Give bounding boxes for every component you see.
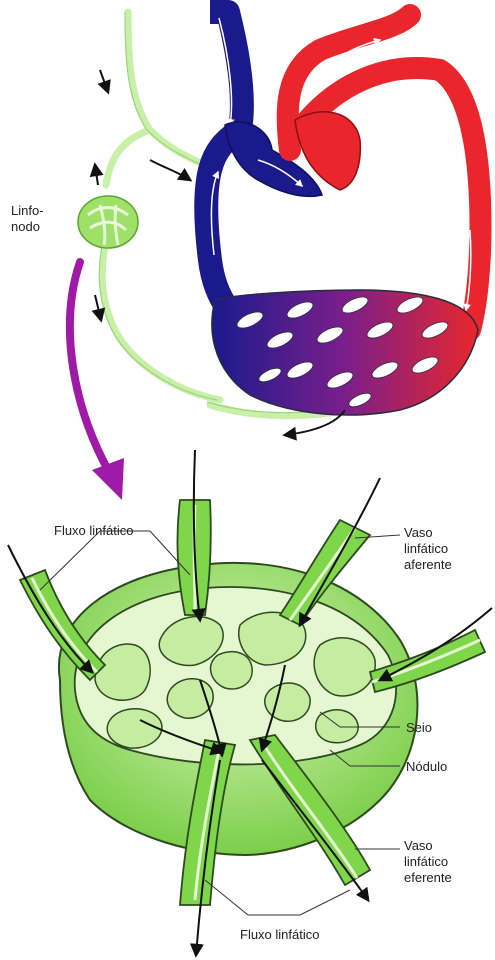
- circulation-loop: [70, 12, 481, 500]
- label-fluxo-linfatico-bottom: Fluxo linfático: [240, 927, 319, 943]
- label-vaso-aferente: Vaso linfático aferente: [404, 525, 474, 573]
- label-seio: Seio: [406, 720, 432, 736]
- small-lymph-node: [78, 196, 138, 248]
- label-vaso-eferente: Vaso linfático eferente: [404, 838, 474, 886]
- label-nodulo: Nódulo: [406, 759, 447, 775]
- label-linfonodo: Linfo- nodo: [11, 203, 81, 235]
- label-fluxo-linfatico-top: Fluxo linfático: [54, 523, 133, 539]
